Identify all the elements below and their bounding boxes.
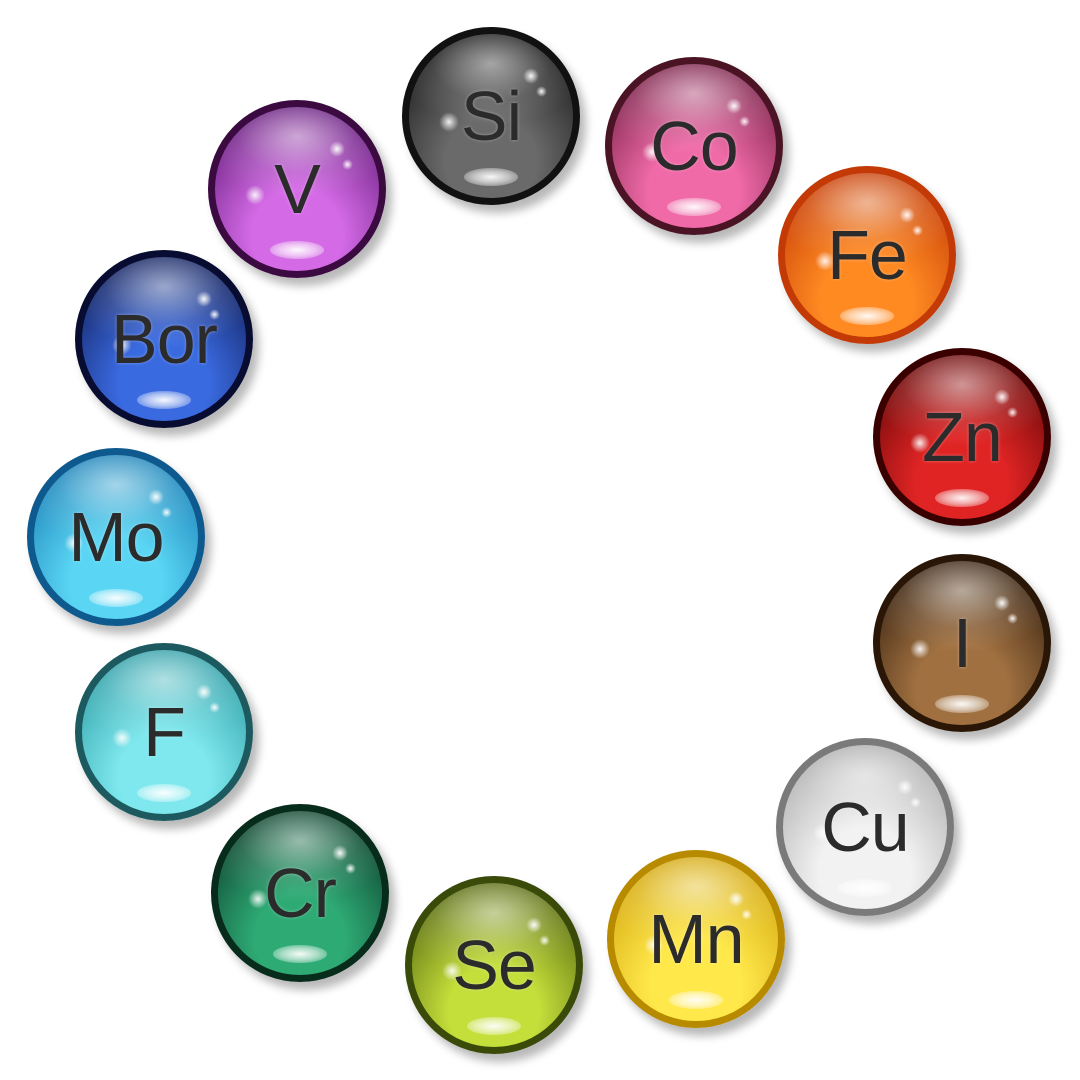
sparkle-icon	[726, 98, 742, 114]
glow-icon	[840, 307, 894, 325]
highlight-icon	[815, 251, 835, 271]
element-bor-ball: Bor	[75, 250, 253, 428]
glow-icon	[464, 168, 518, 186]
sparkle-icon	[994, 389, 1010, 405]
highlight-icon	[112, 335, 132, 355]
element-symbol: Si	[460, 77, 522, 155]
sparkle-icon	[196, 291, 212, 307]
element-se-ball: Se	[405, 876, 583, 1054]
highlight-icon	[64, 533, 84, 553]
glow-icon	[270, 241, 324, 259]
highlight-icon	[442, 961, 462, 981]
glow-icon	[838, 879, 892, 897]
sparkle-icon	[332, 845, 348, 861]
sparkle-icon	[523, 68, 539, 84]
sparkle-icon	[536, 86, 547, 97]
sparkle-icon	[539, 935, 550, 946]
element-symbol: Zn	[922, 398, 1003, 476]
highlight-icon	[642, 142, 662, 162]
glow-icon	[935, 489, 989, 507]
sparkle-icon	[526, 917, 542, 933]
highlight-icon	[910, 639, 930, 659]
element-mo-ball: Mo	[27, 448, 205, 626]
element-cr-ball: Cr	[211, 804, 389, 982]
highlight-icon	[248, 889, 268, 909]
element-symbol: F	[143, 693, 186, 771]
element-symbol: I	[952, 604, 972, 682]
element-symbol: Cu	[821, 788, 909, 866]
element-co-ball: Co	[605, 57, 783, 235]
glow-icon	[137, 391, 191, 409]
sparkle-icon	[209, 309, 220, 320]
sparkle-icon	[910, 797, 921, 808]
element-v-ball: V	[208, 100, 386, 278]
glow-icon	[667, 198, 721, 216]
element-symbol: Se	[452, 926, 537, 1004]
sparkle-icon	[739, 116, 750, 127]
element-mn-ball: Mn	[607, 850, 785, 1028]
glow-icon	[669, 991, 723, 1009]
glow-icon	[273, 945, 327, 963]
sparkle-icon	[897, 779, 913, 795]
sparkle-icon	[1007, 407, 1018, 418]
sparkle-icon	[345, 863, 356, 874]
highlight-icon	[439, 112, 459, 132]
element-zn-ball: Zn	[873, 348, 1051, 526]
element-cu-ball: Cu	[776, 738, 954, 916]
sparkle-icon	[161, 507, 172, 518]
sparkle-icon	[912, 225, 923, 236]
element-symbol: Fe	[827, 216, 908, 294]
highlight-icon	[910, 433, 930, 453]
highlight-icon	[644, 935, 664, 955]
sparkle-icon	[1007, 613, 1018, 624]
element-symbol: Co	[650, 107, 738, 185]
sparkle-icon	[741, 909, 752, 920]
highlight-icon	[112, 728, 132, 748]
sparkle-icon	[329, 141, 345, 157]
sparkle-icon	[196, 684, 212, 700]
sparkle-icon	[728, 891, 744, 907]
glow-icon	[137, 784, 191, 802]
element-symbol: Bor	[111, 300, 218, 378]
element-symbol: V	[274, 150, 321, 228]
sparkle-icon	[148, 489, 164, 505]
glow-icon	[89, 589, 143, 607]
element-symbol: Mo	[68, 498, 164, 576]
element-fe-ball: Fe	[778, 166, 956, 344]
glow-icon	[467, 1017, 521, 1035]
element-i-ball: I	[873, 554, 1051, 732]
sparkle-icon	[342, 159, 353, 170]
element-f-ball: F	[75, 643, 253, 821]
element-si-ball: Si	[402, 27, 580, 205]
element-symbol: Cr	[264, 854, 337, 932]
glow-icon	[935, 695, 989, 713]
highlight-icon	[813, 823, 833, 843]
sparkle-icon	[209, 702, 220, 713]
sparkle-icon	[899, 207, 915, 223]
sparkle-icon	[994, 595, 1010, 611]
element-symbol: Mn	[648, 900, 744, 978]
highlight-icon	[245, 185, 265, 205]
